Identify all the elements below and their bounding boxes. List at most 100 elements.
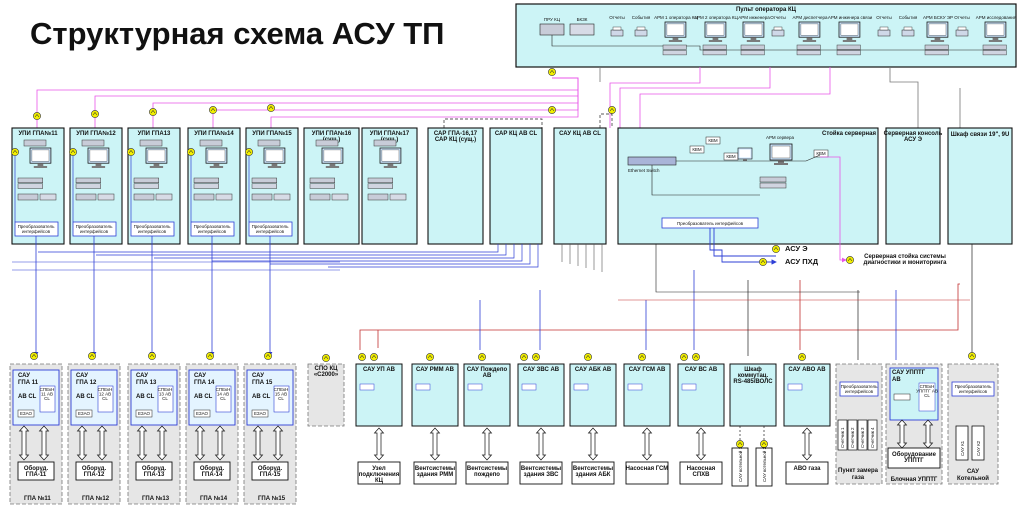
cabinet-connector-icon: [209, 106, 217, 114]
subsystem-label: САУ РММ АВ: [416, 367, 455, 373]
boiler-device-label: САУ К1: [960, 440, 965, 456]
subsystem-bidirectional-arrow-icon: [535, 427, 547, 461]
gpa-group-label: ГПА №14: [200, 495, 228, 502]
right-cabinet-label: Шкаф связи 19", 9U: [951, 131, 1010, 138]
subsystem-bidirectional-arrow-icon: [373, 427, 385, 461]
upptg-bidirectional-arrow-icon: [896, 419, 908, 449]
top-cabinet: [553, 127, 607, 245]
gpa-spekn-box: [97, 385, 114, 413]
rack-kvm-icon: [373, 139, 397, 147]
gpa-equipment-box: [17, 461, 55, 481]
console-kvm-icon: [569, 23, 595, 36]
gpa-bidirectional-arrow-icon: [252, 425, 264, 461]
gpa-equipment-box: [75, 461, 113, 481]
pink-link: [820, 156, 847, 263]
console-item-label: События: [899, 15, 918, 20]
top-cabinet-label: УПИ ГПА№12: [76, 130, 116, 137]
gray-link: [655, 244, 860, 293]
gpa-device-label: ЕЗАО: [254, 411, 267, 416]
subsystem-label: САУ ГСМ АВ: [629, 367, 666, 373]
kvm-icon: [705, 136, 721, 145]
subsystem-connector-icon: [638, 353, 646, 361]
gpa-device-box: [17, 409, 35, 418]
subsystem-equipment-box: [625, 461, 669, 485]
cabinet-kbd-icon: [155, 193, 173, 201]
boiler-device-label: САУ К2: [976, 440, 981, 456]
boiler-sub-box: [731, 447, 749, 487]
gpa-spekn-box: [157, 385, 174, 413]
subsystem-module-box: [359, 383, 375, 391]
cabinet-kbd-icon: [273, 193, 291, 201]
top-cabinet: [427, 127, 484, 245]
subsystem-bidirectional-arrow-icon: [429, 427, 441, 461]
subsystem-connector-icon: [798, 353, 806, 361]
blue-link: [709, 228, 777, 265]
interface-converter-box: [248, 221, 293, 237]
subsystem-label: САУ ЗВС АВ: [523, 367, 560, 373]
upptg-sau-label: АВ: [892, 377, 901, 383]
console-item-label: Отчеты: [876, 15, 892, 20]
subsystem-connector-icon: [370, 353, 378, 361]
upptg-group-label: Блочная УППТГ: [891, 477, 938, 483]
kvm-label: КВМ: [726, 154, 736, 159]
gpa-spekn-box: [273, 385, 290, 413]
gpa-bidirectional-arrow-icon: [96, 425, 108, 461]
subsystem-equipment-box: [519, 461, 563, 485]
subsystem-connector-icon: [760, 440, 768, 448]
pink-link: [619, 67, 771, 128]
blue-bus: [328, 244, 539, 268]
subsystem-cabinet: [463, 363, 511, 427]
blue-bus: [38, 244, 499, 253]
interface-converter-box: [72, 221, 117, 237]
subsystem-equipment-box: [413, 461, 457, 485]
cabinet-yellow-badge-icon: [69, 148, 77, 156]
subsystem-cabinet: [623, 363, 671, 427]
console-kvm-label: БКЗК: [577, 17, 588, 22]
cabinet-yellow-badge-icon: [11, 148, 19, 156]
gpa-bidirectional-arrow-icon: [156, 425, 168, 461]
upptg-spekn-box: [918, 382, 936, 412]
kvm-icon: [689, 145, 705, 154]
gpa-abcl-label: AB CL: [194, 394, 213, 400]
gpa-equipment-label: Оборуд.ГПА-14: [200, 465, 225, 478]
cabinet-switch-icon: [17, 193, 39, 201]
console-item-label: АРМ диспетчера: [792, 15, 828, 20]
boiler-sub-label: САУ котельной 1: [737, 446, 743, 482]
subsystem-connector-icon: [532, 353, 540, 361]
gpa-device-label: ЕЗАО: [196, 411, 209, 416]
subsystem-cabinet: [783, 363, 831, 427]
cabinet-yellow-badge-icon: [127, 148, 135, 156]
cabinet-connector-icon: [91, 110, 99, 118]
gas-meter-label: Счетчик 4: [870, 427, 875, 448]
gpa-abcl-label: AB CL: [252, 394, 271, 400]
subsystem-connector-icon: [692, 353, 700, 361]
gpa-group-label: ГПА №12: [82, 495, 110, 502]
gpa-spekn-box: [215, 385, 232, 413]
subsystem-connector-icon: [680, 353, 688, 361]
gpa-abcl-label: AB CL: [76, 394, 95, 400]
cabinet-yellow-badge-icon: [245, 148, 253, 156]
gpa-sau-label: САУ: [76, 373, 88, 379]
subsystem-module-box: [467, 383, 483, 391]
gpa-bidirectional-arrow-icon: [272, 425, 284, 461]
console-item-label: АРМ исследования: [976, 15, 1017, 20]
dashed-link: [443, 118, 543, 128]
gpa-connector-icon: [264, 352, 272, 360]
gas-meter-box: [837, 419, 848, 451]
console-connector-icon: [548, 68, 556, 76]
gpa-sau-label: ГПА 12: [76, 380, 97, 386]
gpa-sau-label: ГПА 13: [136, 380, 157, 386]
right-cabinet: [947, 127, 1013, 245]
